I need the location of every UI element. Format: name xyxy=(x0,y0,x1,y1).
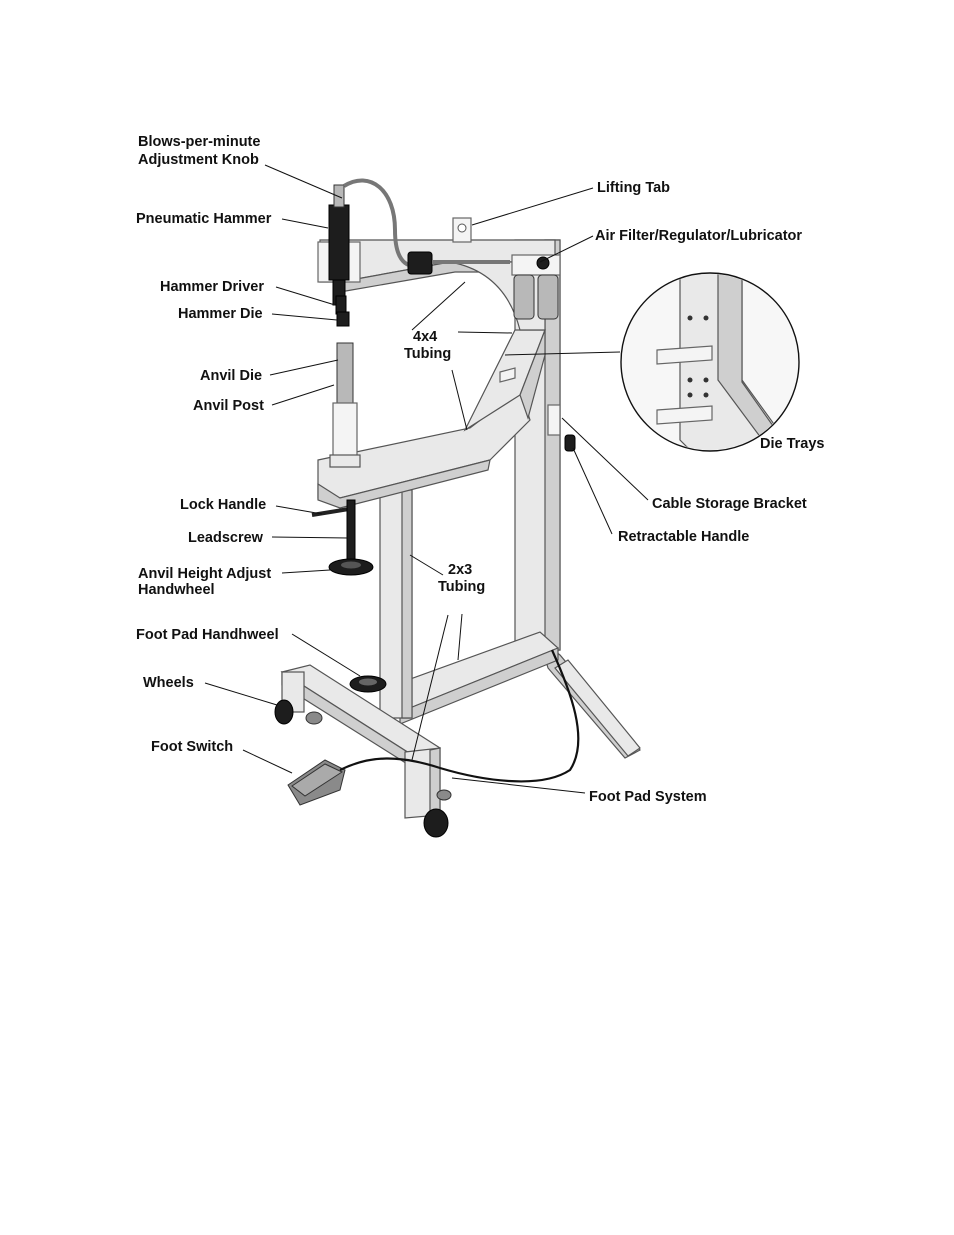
label-foot-switch: Foot Switch xyxy=(151,739,233,755)
label-4x4-2: Tubing xyxy=(404,346,451,362)
machine-illustration xyxy=(274,178,641,838)
label-anvil-die: Anvil Die xyxy=(200,368,262,384)
foot-switch-cable xyxy=(339,649,580,783)
die-tray-lower xyxy=(656,405,713,425)
label-hammer-die: Hammer Die xyxy=(178,306,263,322)
label-lifting-tab: Lifting Tab xyxy=(597,180,670,196)
label-anvil-post: Anvil Post xyxy=(193,398,264,414)
label-die-trays: Die Trays xyxy=(760,436,825,452)
anvil-die xyxy=(336,342,354,404)
label-4x4-1: 4x4 xyxy=(413,329,437,345)
wheel-front xyxy=(423,808,449,838)
label-foot-pad-handwheel: Foot Pad Handhweel xyxy=(136,627,279,643)
label-wheels: Wheels xyxy=(143,675,194,691)
label-hammer-driver: Hammer Driver xyxy=(160,279,264,295)
leader-lines xyxy=(204,164,649,794)
label-lock-handle: Lock Handle xyxy=(180,497,266,513)
label-air-filter: Air Filter/Regulator/Lubricator xyxy=(595,228,802,244)
label-pneumatic-hammer: Pneumatic Hammer xyxy=(136,211,272,227)
label-blows-per-minute-1: Blows-per-minute xyxy=(138,134,260,150)
air-filter-regulator-lubricator xyxy=(511,254,561,320)
label-blows-per-minute-2: Adjustment Knob xyxy=(138,152,259,168)
hammer-driver xyxy=(335,295,347,315)
hammer-die xyxy=(336,311,350,327)
wheel-left xyxy=(274,699,294,725)
label-2x3-1: 2x3 xyxy=(448,562,472,578)
label-2x3-2: Tubing xyxy=(438,579,485,595)
label-leadscrew: Leadscrew xyxy=(188,530,264,546)
label-anvil-height-1: Anvil Height Adjust xyxy=(138,566,271,582)
die-trays-callout xyxy=(504,272,800,452)
retractable-handle xyxy=(564,434,576,452)
labels: Blows-per-minute Adjustment Knob Pneumat… xyxy=(136,134,825,805)
label-retractable-handle: Retractable Handle xyxy=(618,529,749,545)
label-cable-storage: Cable Storage Bracket xyxy=(652,496,807,512)
label-anvil-height-2: Handwheel xyxy=(138,582,215,598)
anvil-post xyxy=(332,402,358,464)
leadscrew xyxy=(346,499,356,566)
pneumatic-hammer xyxy=(328,204,350,281)
label-foot-pad-system: Foot Pad System xyxy=(589,789,707,805)
cable-storage-bracket xyxy=(547,404,561,436)
die-tray-upper xyxy=(656,345,713,365)
